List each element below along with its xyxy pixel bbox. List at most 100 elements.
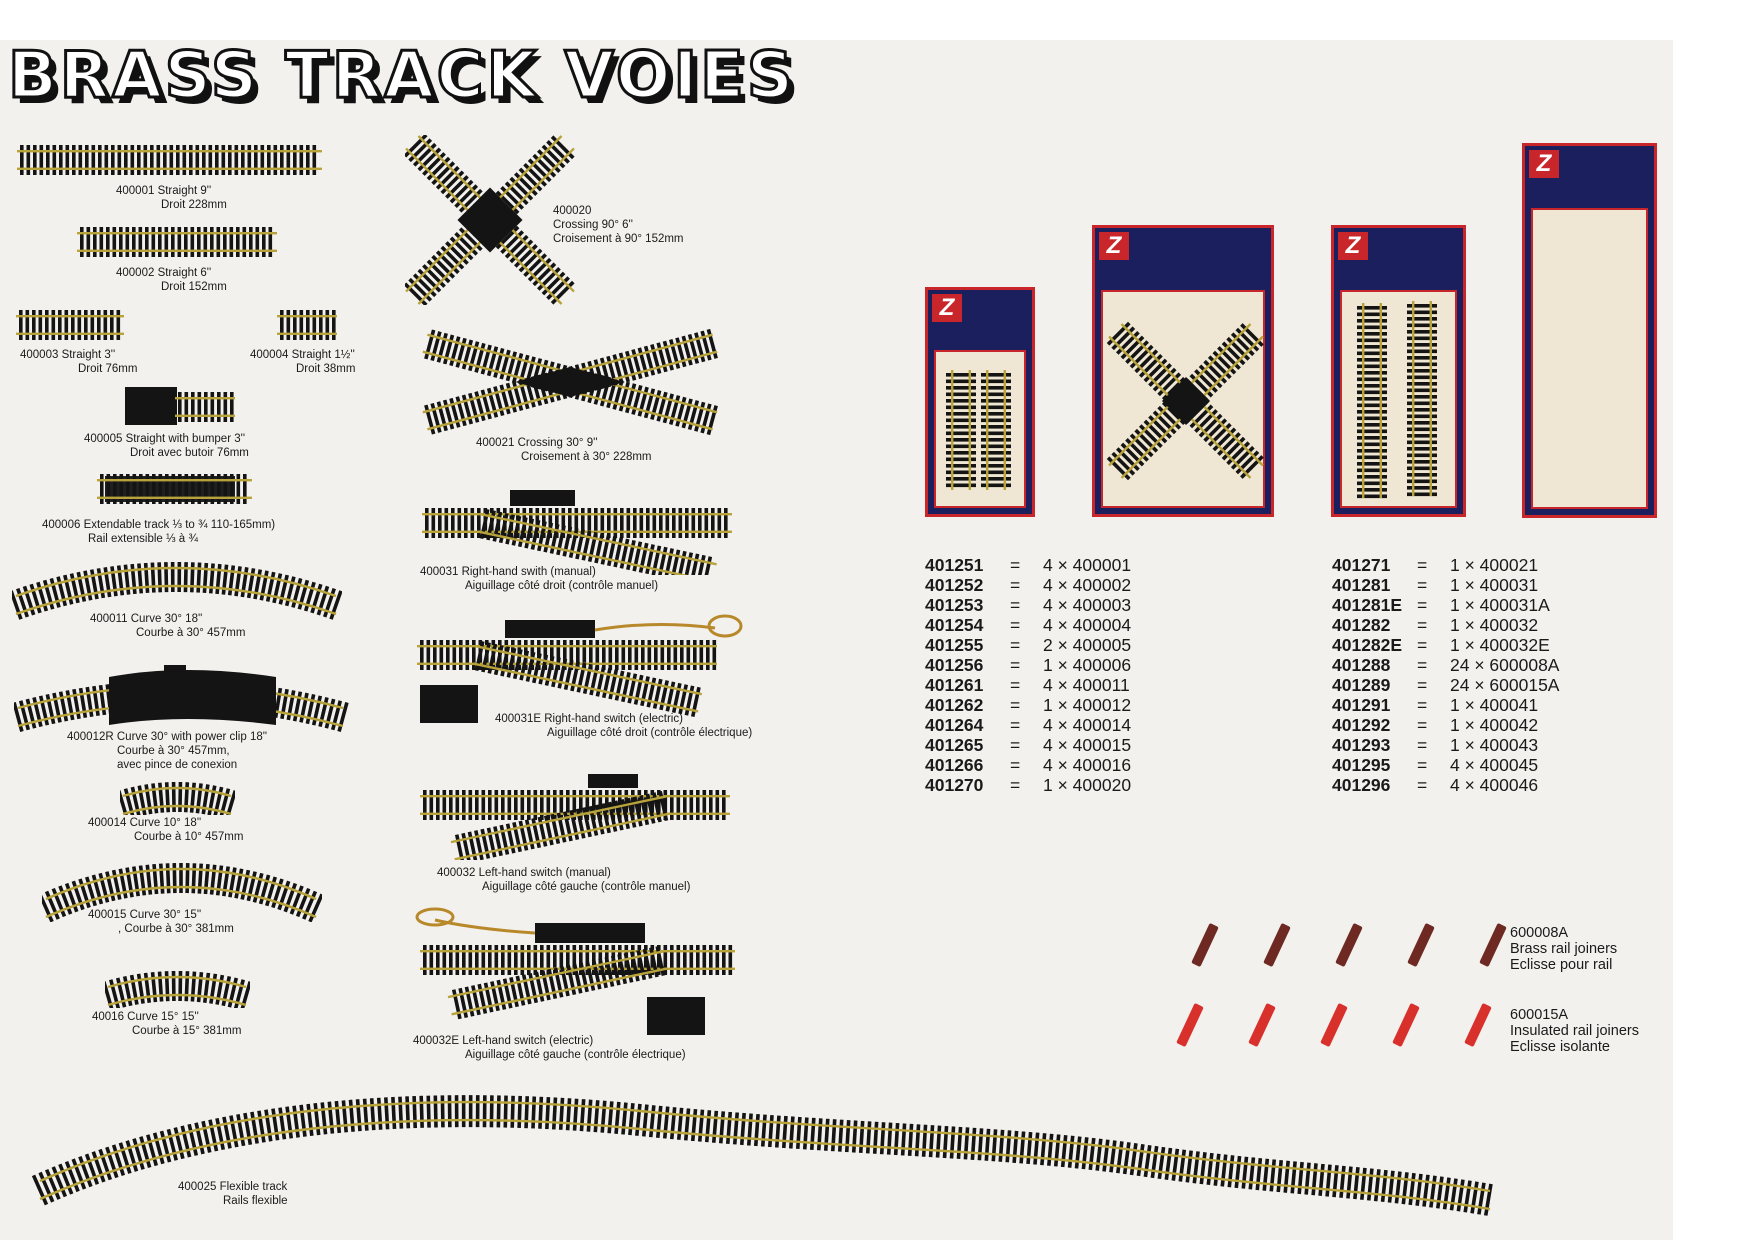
tie — [1060, 1134, 1068, 1168]
tie — [1241, 1156, 1249, 1189]
rail — [277, 315, 337, 318]
tie — [659, 508, 663, 538]
tie — [981, 386, 1011, 390]
tie — [595, 640, 600, 670]
tie — [633, 508, 637, 538]
tie — [468, 1095, 473, 1128]
tie — [837, 1119, 844, 1152]
tie — [942, 1125, 949, 1159]
tie — [545, 1097, 551, 1130]
tie — [1357, 468, 1387, 473]
tie — [533, 790, 538, 820]
tie — [585, 945, 590, 975]
tie — [1157, 1146, 1166, 1180]
tie — [1129, 1143, 1138, 1176]
tie — [264, 1109, 273, 1142]
tie — [488, 945, 492, 975]
tie — [426, 640, 431, 670]
tie — [1122, 1142, 1131, 1175]
tie — [618, 790, 622, 820]
tie — [691, 508, 696, 538]
brand-logo: Z — [932, 294, 962, 322]
tie — [1357, 351, 1387, 356]
tie — [58, 310, 62, 340]
table-row: 401291=1 × 400041 — [1332, 695, 1539, 715]
tie — [1407, 369, 1437, 373]
tie — [398, 1096, 404, 1129]
switch-wire — [594, 622, 716, 632]
tie — [178, 970, 183, 1002]
tie — [204, 392, 208, 422]
clip-terminal — [164, 665, 186, 675]
tie — [223, 474, 228, 504]
tie — [587, 508, 592, 538]
tie — [946, 444, 976, 449]
tie — [592, 790, 596, 820]
tie — [652, 508, 657, 538]
tie — [197, 863, 204, 894]
tie — [1357, 475, 1387, 479]
tie — [946, 412, 976, 416]
rail — [454, 812, 671, 860]
tie — [152, 474, 156, 504]
tie — [1304, 1162, 1311, 1195]
rail-joiner — [1248, 1003, 1276, 1047]
tie — [405, 1096, 411, 1129]
tie — [1171, 1148, 1180, 1181]
tie — [685, 508, 689, 538]
table-row: 401252=4 × 400002 — [925, 575, 1132, 595]
tie — [468, 945, 473, 975]
tie — [678, 508, 683, 538]
tie — [639, 508, 644, 538]
tie — [184, 474, 189, 504]
tie — [455, 790, 460, 820]
tie — [589, 640, 593, 670]
tie — [977, 1128, 984, 1161]
tie — [1470, 1181, 1479, 1214]
tie — [795, 1116, 802, 1150]
tie — [319, 310, 323, 340]
tie — [1053, 1134, 1061, 1167]
rail-joiner — [1263, 923, 1291, 967]
tie — [170, 561, 175, 593]
tie — [981, 392, 1011, 397]
tie — [444, 508, 449, 538]
tie — [64, 310, 69, 340]
tie — [1357, 429, 1387, 434]
tie — [722, 945, 726, 975]
caption-400015: 400015 Curve 30° 15'', Courbe à 30° 381m… — [88, 909, 234, 935]
tie — [1346, 1166, 1353, 1199]
tie — [171, 781, 176, 813]
tie — [907, 1123, 914, 1156]
tie — [1357, 423, 1387, 427]
tie — [981, 431, 1011, 436]
tie — [520, 945, 525, 975]
tie — [501, 790, 505, 820]
tie — [1357, 488, 1387, 492]
tie — [85, 145, 89, 175]
tie — [709, 945, 713, 975]
tie — [581, 508, 585, 538]
tie — [293, 310, 297, 340]
rail — [477, 530, 714, 575]
tie — [1262, 1158, 1270, 1191]
rail — [15, 584, 337, 616]
tie — [644, 790, 648, 820]
caption-400032E: 400032E Left-hand switch (electric)Aigui… — [413, 1035, 686, 1061]
tie — [86, 227, 91, 257]
tie — [816, 1118, 823, 1151]
tie — [1339, 1165, 1346, 1198]
straight-track — [981, 370, 1011, 490]
tie — [1407, 447, 1437, 451]
rail — [15, 566, 337, 598]
tie — [191, 863, 197, 894]
tie — [946, 438, 976, 442]
tie — [963, 1127, 970, 1160]
tie — [230, 474, 234, 504]
tie — [514, 790, 518, 820]
tie — [355, 1099, 362, 1132]
tie — [247, 145, 252, 175]
tie — [132, 474, 137, 504]
rail — [277, 332, 337, 335]
tie — [250, 1111, 259, 1144]
